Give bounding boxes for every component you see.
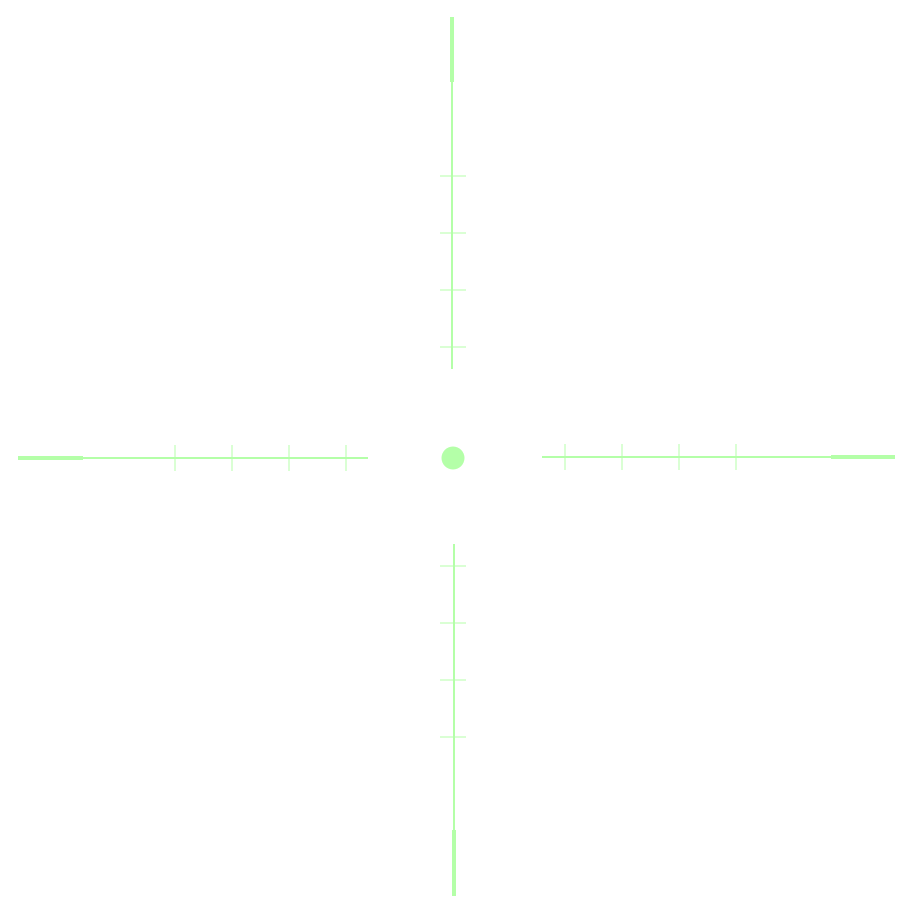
reticle-arm-left	[18, 445, 368, 471]
reticle-center-dot	[441, 446, 465, 470]
reticle-arm-top	[440, 17, 466, 369]
reticle-arm-right	[542, 444, 895, 470]
reticle-arm-bottom	[440, 544, 466, 896]
